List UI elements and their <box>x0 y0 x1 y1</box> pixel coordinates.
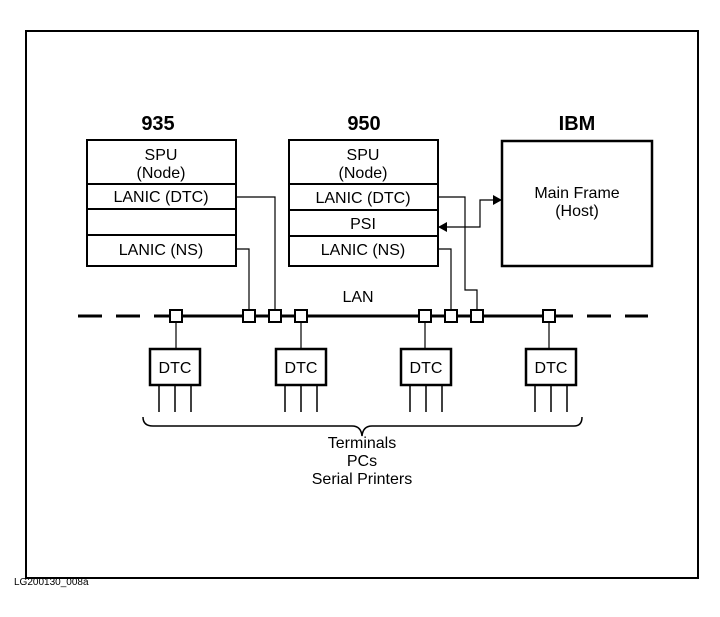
system-935-spu: SPU <box>145 147 178 164</box>
system-935-node: (Node) <box>137 165 186 182</box>
lan-label: LAN <box>342 289 373 306</box>
system-935-title: 935 <box>141 113 174 135</box>
lan-taps <box>169 309 556 323</box>
figure-id: LG200130_008a <box>14 577 89 588</box>
lan-tap <box>444 309 458 323</box>
dtc-box <box>274 347 328 387</box>
devices-brace <box>142 416 583 437</box>
system-935-box <box>86 139 237 267</box>
lan-tap <box>268 309 282 323</box>
system-935-lanic-dtc: LANIC (DTC) <box>113 189 208 206</box>
system-950-spu: SPU <box>347 147 380 164</box>
system-950-psi: PSI <box>350 216 376 233</box>
ibm-title: IBM <box>559 113 596 135</box>
system-connections <box>236 196 502 310</box>
ibm-mainframe-label: Main Frame <box>534 185 619 202</box>
dtc-label: DTC <box>410 360 443 377</box>
dtc-label: DTC <box>159 360 192 377</box>
system-950-node: (Node) <box>339 165 388 182</box>
lan-tap <box>542 309 556 323</box>
lan-tap <box>294 309 308 323</box>
dtc-label: DTC <box>285 360 318 377</box>
devices-pcs: PCs <box>347 453 377 470</box>
devices-terminals: Terminals <box>328 435 396 452</box>
psi-host-arrows <box>438 195 502 232</box>
figure-border <box>25 30 699 579</box>
lan-tap <box>242 309 256 323</box>
system-950-box <box>288 139 439 267</box>
lan-tap <box>470 309 484 323</box>
ibm-mainframe-box <box>500 139 654 268</box>
lan-tap <box>169 309 183 323</box>
dtc-box <box>148 347 202 387</box>
system-950-lanic-dtc: LANIC (DTC) <box>315 190 410 207</box>
devices-serial-printers: Serial Printers <box>312 471 412 488</box>
system-950-title: 950 <box>347 113 380 135</box>
dtc-device-legs <box>158 385 568 412</box>
dtc-label: DTC <box>535 360 568 377</box>
system-935-lanic-ns: LANIC (NS) <box>119 242 203 259</box>
lan-tap <box>418 309 432 323</box>
dtc-box <box>524 347 578 387</box>
system-950-lanic-ns: LANIC (NS) <box>321 242 405 259</box>
ibm-host-label: (Host) <box>555 203 599 220</box>
dtc-drop-lines <box>175 322 550 349</box>
